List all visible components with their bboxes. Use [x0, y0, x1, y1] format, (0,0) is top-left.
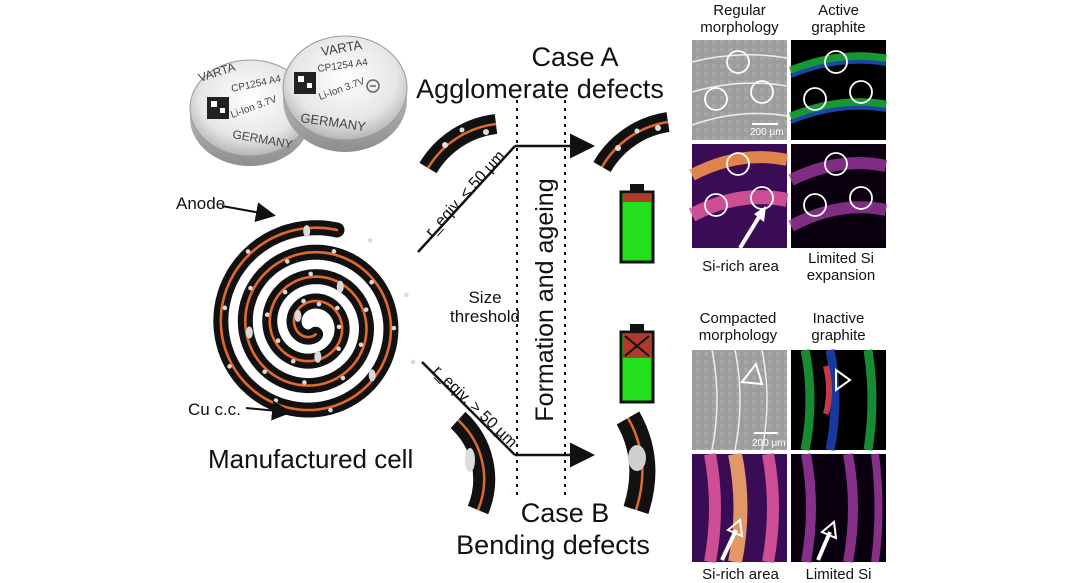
case-a-subtitle: Agglomerate defects [416, 74, 664, 104]
defect-dot [331, 249, 337, 254]
defect-arc-upper-left [419, 114, 498, 174]
qr-code-icon [294, 72, 316, 94]
defect-dot [294, 309, 302, 322]
cu-arrow [245, 400, 292, 421]
defect-dot [262, 369, 267, 375]
panel-a-label-morphology: Regular morphology [700, 2, 779, 36]
panel-a-label-si-rich: Si-rich area [702, 258, 779, 275]
defect-dot [336, 346, 341, 352]
defect-dot [301, 298, 306, 304]
qr-code-icon [207, 97, 229, 119]
defect-dot [368, 369, 376, 382]
case-b-subtitle: Bending defects [456, 530, 650, 560]
anode-label: Anode [176, 194, 226, 213]
battery-full-icon [619, 184, 655, 264]
defect-dot [308, 271, 314, 277]
defect-dot [284, 259, 290, 264]
defect-dot [227, 364, 232, 369]
defect-dot [264, 312, 270, 317]
cu-cc-label: Cu c.c. [188, 400, 241, 419]
defect-dot [282, 289, 288, 295]
panel-b-label-si-rich: Si-rich area [702, 566, 779, 583]
defect-arc-upper-right [593, 112, 670, 173]
defect-dot [316, 301, 322, 307]
defect-dot [245, 249, 251, 254]
defect-dot [273, 398, 279, 403]
panel-a-xray [691, 40, 788, 140]
panel-b-graphite [791, 349, 886, 451]
defect-dot [358, 342, 364, 348]
upper-branch-line [417, 145, 516, 253]
defect-dot [391, 325, 397, 331]
manufactured-cell-caption: Manufactured cell [208, 444, 414, 474]
defect-dot [290, 358, 296, 364]
si-rich-arrow [738, 210, 764, 250]
case-b-title: Case B [520, 498, 610, 528]
defect-dot [314, 350, 322, 363]
defect-dot [328, 407, 333, 413]
defect-dot [367, 238, 373, 243]
size-threshold-label: Size threshold [450, 288, 520, 326]
defect-dot [363, 307, 369, 312]
scale-label-b: 200 µm [752, 438, 786, 449]
panel-a-graphite [788, 40, 887, 140]
defect-dot [303, 225, 311, 238]
coin-cell-right [282, 35, 408, 152]
panel-b-xray [692, 349, 787, 451]
coin-cell-left [189, 59, 311, 166]
defect-dot [336, 324, 342, 330]
battery-degraded-icon [619, 324, 655, 404]
defect-dot [335, 305, 340, 311]
defect-dot [275, 338, 281, 344]
minus-icon [366, 79, 380, 93]
defect-dot [340, 375, 346, 381]
defect-dot [248, 285, 253, 291]
panel-b-si-rich [692, 452, 787, 564]
panel-b-si-expansion [791, 453, 886, 563]
defect-arc-lower-right [616, 411, 656, 514]
panel-b-label-si-expansion: Limited Si [805, 566, 872, 583]
panel-b-label-morphology: Compacted morphology [698, 310, 778, 344]
defect-dot [404, 292, 409, 298]
defect-dot [302, 380, 307, 385]
panel-a-label-graphite: Active graphite [811, 2, 866, 36]
defect-dot [410, 359, 416, 365]
defect-dot [222, 305, 228, 311]
defect-dot [245, 326, 253, 339]
defect-dot [369, 279, 374, 285]
coin-brand-right: VARTA [320, 37, 363, 59]
defect-arc-lower-left [450, 411, 496, 515]
case-a-title: Case A [531, 42, 619, 72]
spiral-electrode [213, 220, 416, 418]
formation-label: Formation and ageing [531, 178, 559, 421]
scale-label-a: 200 µm [750, 127, 784, 138]
panel-a-si-expansion [788, 144, 888, 248]
panel-a-si-rich [688, 144, 789, 250]
panel-b-label-graphite: Inactive graphite [811, 310, 866, 344]
defect-dot [336, 280, 344, 293]
lower-branch-line [421, 361, 516, 456]
anode-arrow [221, 202, 276, 223]
panel-a-label-si-expansion: Limited Si expansion [806, 250, 876, 284]
